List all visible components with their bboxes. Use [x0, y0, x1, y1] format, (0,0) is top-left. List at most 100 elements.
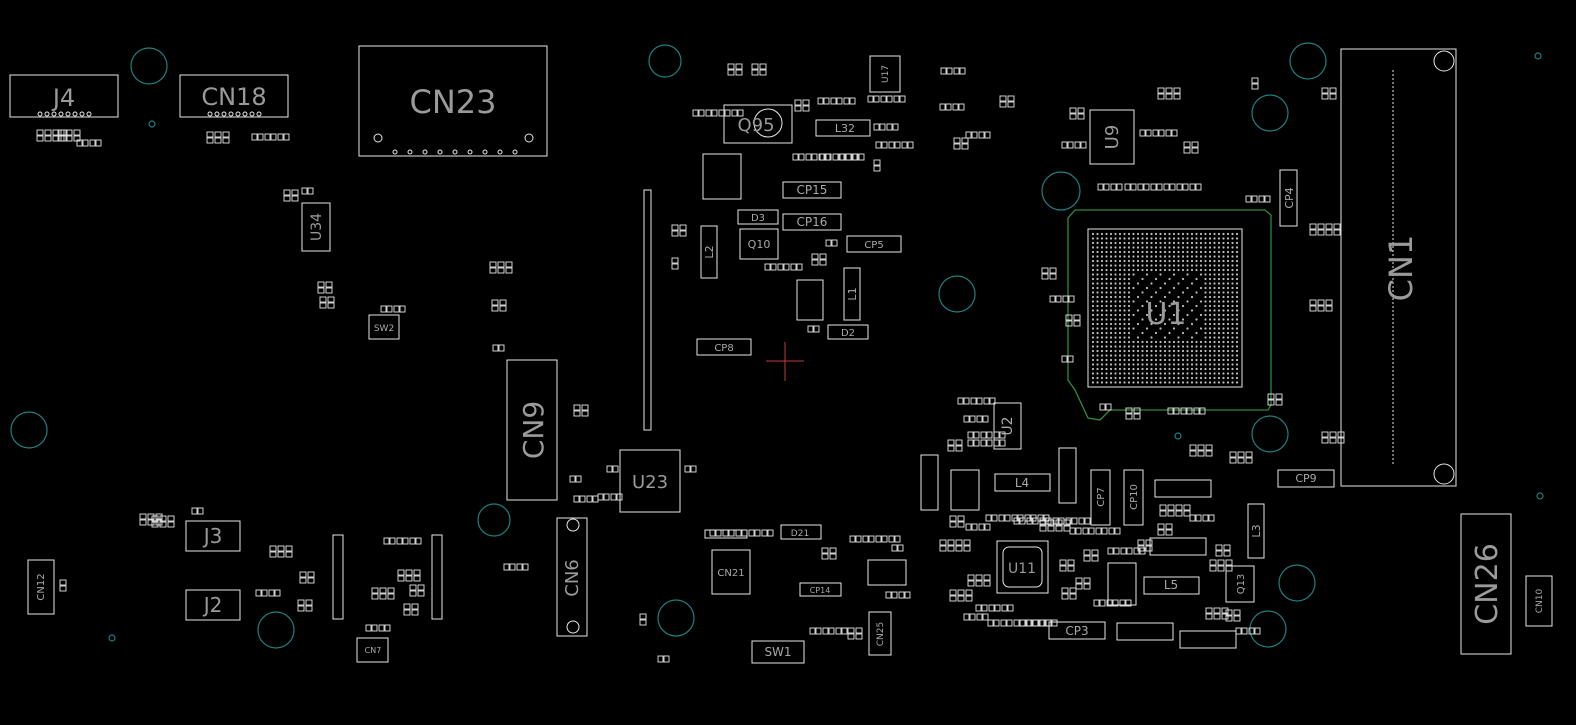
label-cn9: CN9	[517, 401, 550, 459]
mounting-hole	[108, 634, 116, 642]
transistor-q8-outline[interactable]	[796, 279, 824, 321]
mounting-hole	[1174, 432, 1182, 440]
ic-u2-outline[interactable]	[993, 402, 1022, 450]
diode-d3-outline[interactable]	[737, 209, 779, 225]
cn18-pins	[207, 111, 262, 117]
label-cp4: CP4	[1283, 187, 1296, 208]
cursor-crosshair	[766, 342, 804, 381]
connector-cn18-outline[interactable]	[179, 74, 289, 118]
label-l5: L5	[1164, 578, 1178, 592]
mounting-hole	[1534, 52, 1542, 60]
label-cn10: CN10	[1535, 588, 1545, 613]
ic-u17-outline[interactable]	[869, 55, 901, 93]
connector-cn1-outline[interactable]	[1340, 48, 1457, 487]
label-sw2: SW2	[374, 324, 394, 334]
cap-cp8-outline[interactable]	[696, 338, 752, 356]
connector-cn23-outline[interactable]	[358, 45, 548, 157]
ic-u9-outline[interactable]	[1089, 109, 1135, 165]
connector-cn10-outline[interactable]	[1525, 575, 1553, 627]
connector-cn26-outline[interactable]	[1460, 513, 1512, 655]
transistor-q10-outline[interactable]	[739, 228, 779, 260]
label-u17: U17	[881, 65, 891, 83]
inductor-l5-outline[interactable]	[1143, 576, 1200, 595]
cn23-pins	[373, 133, 534, 155]
label-u34: U34	[309, 213, 325, 241]
switch-sw1-outline[interactable]	[751, 640, 805, 664]
label-cp9: CP9	[1295, 472, 1316, 485]
cap-cp14-outline[interactable]	[799, 582, 842, 597]
inductor-l4-outline[interactable]	[994, 473, 1051, 492]
label-cp10: CP10	[1129, 484, 1140, 510]
label-l32: L32	[835, 122, 855, 135]
connector-j4-outline[interactable]	[9, 74, 119, 118]
label-u2: U2	[1000, 416, 1016, 435]
label-cn25: CN25	[876, 622, 886, 646]
connector-j2-outline[interactable]	[185, 589, 241, 621]
cap-cp4-outline[interactable]	[1279, 169, 1298, 227]
switch-sw2-outline[interactable]	[368, 314, 400, 340]
label-j3: J3	[202, 524, 223, 548]
inductor-l1-outline[interactable]	[843, 267, 861, 321]
designator-labels: J4 CN18 CN23 U34 SW2 CN9 U23 CN6 Q95 L32…	[36, 65, 1545, 659]
cap-cp9-outline[interactable]	[1277, 469, 1335, 488]
label-l4: L4	[1015, 476, 1029, 490]
connector-cn9-outline[interactable]	[506, 359, 558, 501]
label-d21: D21	[791, 529, 809, 539]
ic-u23-outline[interactable]	[619, 449, 681, 513]
transistor-q95-outline[interactable]	[723, 104, 793, 144]
inductor-l32-outline[interactable]	[815, 119, 871, 137]
label-cp14: CP14	[810, 586, 831, 595]
label-cn21: CN21	[717, 568, 744, 579]
label-j4: J4	[51, 84, 75, 112]
label-sw1: SW1	[764, 645, 791, 659]
label-l2: L2	[703, 245, 716, 258]
connector-cn25-outline[interactable]	[868, 611, 892, 656]
mounting-hole	[1041, 171, 1081, 211]
mounting-hole	[1251, 415, 1289, 453]
label-u11: U11	[1008, 561, 1036, 577]
connector-j3-outline[interactable]	[185, 520, 241, 552]
connector-cn21-outline[interactable]	[711, 549, 751, 595]
transistor-array-outline[interactable]	[702, 153, 742, 200]
u1-bga-balls	[1091, 232, 1239, 384]
label-cp5: CP5	[864, 240, 883, 251]
ic-u11-outline[interactable]	[996, 540, 1049, 594]
cap-cp3-outline[interactable]	[1048, 621, 1106, 640]
label-u1: U1	[1145, 297, 1186, 332]
label-l3: L3	[1250, 524, 1263, 537]
inductor-l3-outline[interactable]	[1247, 503, 1265, 559]
label-cp8: CP8	[714, 343, 733, 354]
inductor-l2-outline[interactable]	[700, 225, 718, 279]
mounting-hole	[257, 611, 295, 649]
cap-cp15-outline[interactable]	[782, 181, 842, 199]
diode-d21-outline[interactable]	[780, 524, 822, 540]
mounting-hole	[148, 120, 156, 128]
label-cp3: CP3	[1065, 624, 1088, 638]
header-strip-outline[interactable]	[643, 189, 652, 431]
transistor-q13-outline[interactable]	[1225, 565, 1255, 603]
label-q13: Q13	[1236, 574, 1247, 595]
ground-zone-outline	[1067, 209, 1272, 421]
mounting-hole	[1249, 610, 1287, 648]
label-cn18: CN18	[201, 83, 266, 111]
cap-cp5-outline[interactable]	[846, 235, 902, 253]
j4-pins	[37, 111, 92, 117]
connector-cn12-outline[interactable]	[27, 559, 55, 615]
label-cp15: CP15	[797, 183, 828, 197]
connector-cn6-outline[interactable]	[556, 517, 588, 637]
cap-cp16-outline[interactable]	[782, 213, 842, 231]
diode-d2-outline[interactable]	[827, 324, 869, 340]
mounting-hole	[477, 503, 511, 537]
cap-cp10-outline[interactable]	[1123, 469, 1144, 526]
ic-u34-outline[interactable]	[301, 202, 331, 252]
label-cn23: CN23	[410, 83, 497, 121]
cap-cp7-outline[interactable]	[1090, 469, 1111, 526]
ic-u1-outline[interactable]	[1087, 228, 1243, 388]
mounting-hole	[1278, 564, 1316, 602]
label-d3: D3	[751, 213, 765, 224]
mounting-hole	[1289, 42, 1327, 80]
mounting-hole	[1251, 94, 1289, 132]
connector-cn7-outline[interactable]	[356, 637, 389, 663]
mounting-hole	[938, 275, 976, 313]
